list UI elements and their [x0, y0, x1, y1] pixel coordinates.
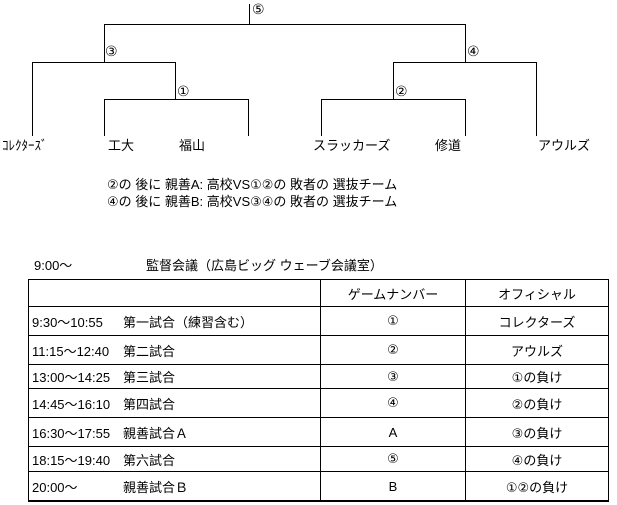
row-game-name: 第二試合: [123, 343, 176, 359]
header-official: オフィシャル: [466, 280, 608, 307]
match-number-1: ①: [177, 83, 190, 99]
header-empty-cell: [29, 280, 321, 307]
row-official: ①②の負け: [505, 479, 569, 495]
team-label-owls: アウルズ: [538, 138, 591, 153]
bracket-match1-winner-line: [175, 62, 176, 100]
match-number-5: ⑤: [252, 1, 265, 17]
bracket-fukuyama-drop: [248, 99, 249, 136]
row-game-name: 第四試合: [123, 396, 176, 412]
row-official: アウルズ: [466, 336, 608, 365]
schedule-row-description: 20:00～ 親善試合Ｂ: [29, 472, 321, 500]
team-label-kodai: 工大: [108, 138, 135, 153]
bracket-semi-left-horizontal: [32, 62, 176, 63]
row-game-number: B: [321, 472, 466, 500]
schedule-row-description: 9:30～10:55 第一試合（練習含む）: [29, 307, 321, 336]
friendly-match-b-note: ④の 後に 親善B: 高校VS③④の 敗者の 選抜チーム: [107, 194, 398, 209]
row-time: 18:15～19:40: [32, 452, 111, 468]
row-official: コレクターズ: [466, 307, 608, 336]
team-label-shudo: 修道: [435, 138, 462, 153]
schedule-row-description: 11:15～12:40 第二試合: [29, 336, 321, 365]
row-game-number: ②: [321, 336, 466, 365]
row-time: 13:00～14:25: [32, 370, 111, 385]
bracket-match1-horizontal: [104, 99, 249, 100]
row-game-number: ④: [321, 389, 466, 418]
bracket-semi-left-winner-line: [104, 24, 105, 62]
row-time: 20:00～: [32, 479, 78, 495]
row-official: ③の負け: [466, 418, 608, 447]
bracket-final-winner-line: [249, 4, 250, 25]
bracket-match2-winner-line: [393, 62, 394, 100]
row-game-number: ③: [321, 365, 466, 389]
bracket-final-horizontal: [104, 24, 466, 25]
team-label-fukuyama: 福山: [179, 138, 206, 153]
match-number-2: ②: [395, 83, 408, 99]
bracket-collectors-drop: [32, 62, 33, 136]
bracket-semi-right-winner-line: [465, 24, 466, 62]
meeting-title: 監督会議（広島ビッグ ウェーブ会議室）: [146, 258, 383, 273]
match-number-4: ④: [467, 43, 480, 59]
bracket-kodai-drop: [104, 99, 105, 136]
match-number-3: ③: [105, 43, 118, 59]
bracket-shudo-drop: [465, 99, 466, 136]
bracket-owls-drop: [536, 62, 537, 136]
row-official: ④の負け: [466, 447, 608, 472]
team-label-slackers: スラッカーズ: [313, 138, 391, 153]
row-time: 14:45～16:10: [32, 396, 111, 412]
bracket-match2-horizontal: [321, 99, 466, 100]
bracket-slackers-drop: [321, 99, 322, 136]
row-game-name: 親善試合Ａ: [123, 425, 189, 441]
row-game-number: ①: [321, 307, 466, 336]
header-game-number: ゲームナンバー: [321, 280, 466, 307]
row-time: 9:30～10:55: [32, 314, 103, 330]
row-game-name: 第一試合（練習含む）: [123, 314, 254, 330]
schedule-row-description: 14:45～16:10 第四試合: [29, 389, 321, 418]
row-game-name: 第三試合: [123, 370, 176, 385]
row-time: 11:15～12:40: [32, 343, 110, 359]
row-game-name: 親善試合Ｂ: [123, 479, 189, 495]
row-game-number: A: [321, 418, 466, 447]
friendly-match-a-note: ②の 後に 親善A: 高校VS①②の 敗者の 選抜チーム: [107, 177, 398, 192]
row-game-number: ⑤: [321, 447, 466, 472]
schedule-row-description: 16:30～17:55 親善試合Ａ: [29, 418, 321, 447]
bracket-semi-right-horizontal: [393, 62, 536, 63]
row-time: 16:30～17:55: [32, 425, 111, 441]
row-game-name: 第六試合: [123, 452, 176, 468]
schedule-row-description: 13:00～14:25 第三試合: [29, 365, 321, 389]
meeting-time: 9:00～: [34, 258, 73, 273]
row-official: ①の負け: [466, 365, 608, 389]
schedule-row-description: 18:15～19:40 第六試合: [29, 447, 321, 472]
team-label-collectors: ｺﾚｸﾀｰｽﾞ: [2, 138, 48, 153]
row-official: ②の負け: [466, 389, 608, 418]
